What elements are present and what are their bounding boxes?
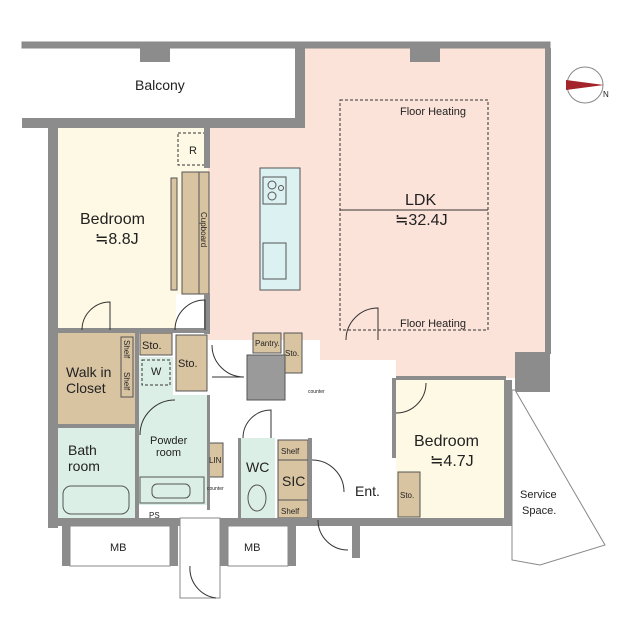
floor-heating-label-bottom: Floor Heating xyxy=(400,318,466,330)
cupboard-label: Cupboard xyxy=(199,212,208,247)
floor-heating-zone-bottom xyxy=(339,209,489,331)
storage-1-label: Sto. xyxy=(142,340,162,352)
vanity xyxy=(139,476,205,504)
bath-label-2: room xyxy=(68,458,100,474)
walk-in-label-2: Closet xyxy=(66,380,106,396)
bedroom-left-size: ≒8.8J xyxy=(95,231,139,248)
bedroom-closet xyxy=(170,177,178,291)
cupboard xyxy=(181,171,210,295)
sic-shelf-top: Shelf xyxy=(281,447,300,456)
wc-label: WC xyxy=(246,459,269,475)
doors xyxy=(81,299,427,599)
compass-north-label: N xyxy=(603,90,609,99)
service-label-2: Space. xyxy=(522,505,556,517)
storage-4 xyxy=(397,471,421,518)
shelf-label-a: Shelf xyxy=(122,340,131,359)
storage-4-label: Sto. xyxy=(400,491,414,500)
washer-space xyxy=(141,359,171,386)
bedroom-left xyxy=(58,128,176,330)
pantry-label: Pantry. xyxy=(255,339,280,348)
storage-2-label: Sto. xyxy=(178,358,198,370)
bedroom-left-label: Bedroom xyxy=(80,211,145,228)
counter-label-1: counter xyxy=(308,389,325,395)
cooktop xyxy=(262,176,287,205)
sink xyxy=(262,242,287,280)
ps-label: PS xyxy=(149,511,160,520)
floor-heating-label-top: Floor Heating xyxy=(400,106,466,118)
entrance-label: Ent. xyxy=(355,483,380,499)
toilet xyxy=(247,484,267,512)
sic xyxy=(277,439,309,519)
ldk-area xyxy=(208,48,548,378)
powder-label-2: room xyxy=(156,447,181,459)
pantry xyxy=(252,332,282,354)
service-label-1: Service xyxy=(520,489,557,501)
mb-right-label: MB xyxy=(244,542,261,554)
bath-label-1: Bath xyxy=(68,442,97,458)
counter-label-2: counter xyxy=(207,486,224,492)
sic-label: SIC xyxy=(282,473,305,489)
compass-needle-icon xyxy=(566,80,604,90)
wc-room xyxy=(241,438,275,518)
ldk-label: LDK xyxy=(405,192,436,209)
floor-heating-zone-top xyxy=(339,99,489,211)
ldk-size: ≒32.4J xyxy=(395,212,448,229)
compass: N xyxy=(566,66,609,104)
bath-room xyxy=(58,428,136,518)
closet-shelves xyxy=(120,336,134,398)
powder-room xyxy=(137,395,207,505)
washer-label: W xyxy=(151,366,162,378)
utility-shaft xyxy=(246,354,286,401)
sic-shelf-bottom: Shelf xyxy=(281,507,300,516)
washer-area xyxy=(138,357,173,395)
balcony-label: Balcony xyxy=(135,77,185,93)
storage-2 xyxy=(175,334,208,392)
mb-left-label: MB xyxy=(110,542,127,554)
shelf-label-b: Shelf xyxy=(122,372,131,391)
bedroom-right-size: ≒4.7J xyxy=(430,453,474,470)
storage-3-label: Sto. xyxy=(285,349,299,358)
storage-3 xyxy=(283,332,303,374)
kitchen-island xyxy=(259,167,301,291)
refrigerator-label: R xyxy=(189,145,197,157)
bedroom-right-label: Bedroom xyxy=(414,433,479,450)
bathtub xyxy=(62,485,130,515)
walls xyxy=(21,41,606,599)
walk-in-label-1: Walk in xyxy=(66,364,111,380)
powder-label-1: Powder xyxy=(150,435,188,447)
lin-label: LIN xyxy=(209,456,222,465)
